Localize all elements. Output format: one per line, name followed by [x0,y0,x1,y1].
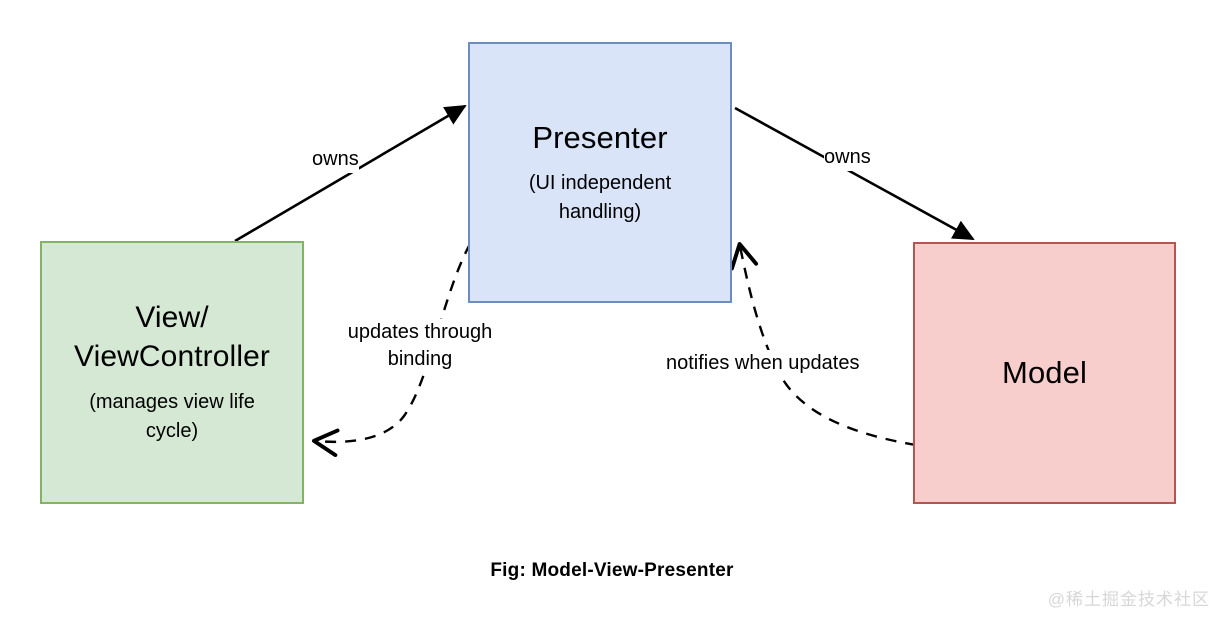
watermark: @稀土掘金技术社区 [1047,590,1210,609]
node-presenter[interactable]: Presenter (UI independent handling) [468,42,732,303]
edge-label-presenter-updates-view: updates through binding [330,319,510,373]
node-view-subtitle: (manages view life cycle) [89,390,255,442]
node-view-title: View/ ViewController [74,301,270,373]
node-view-viewcontroller[interactable]: View/ ViewController (manages view life … [40,241,304,504]
edge-view-owns-presenter [234,104,467,243]
node-presenter-subtitle: (UI independent handling) [528,172,672,224]
edge-label-view-owns-presenter: owns [312,146,359,173]
edge-label-presenter-owns-model: owns [824,144,871,171]
figure-caption: Fig: Model-View-Presenter [490,560,734,581]
edge-label-model-notifies-presenter: notifies when updates [666,350,860,377]
node-presenter-title: Presenter [532,119,668,155]
node-model-title: Model [1002,355,1087,391]
edge-presenter-owns-model [734,106,975,241]
edge-model-notifies-presenter [729,242,917,447]
node-model[interactable]: Model [913,242,1176,504]
